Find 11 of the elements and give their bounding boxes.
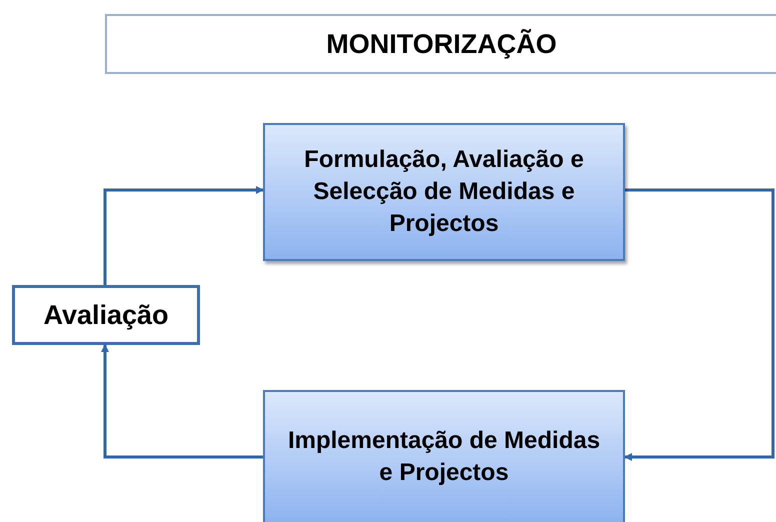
process-box [263,390,625,522]
process-box [263,123,625,261]
arrow [104,186,264,285]
box-label: Avaliação [43,298,169,332]
process-box [12,285,200,345]
title-box [105,14,776,74]
box-label: Implementação de Medidas e Projectos [286,426,602,488]
arrow [624,188,774,461]
box-label: MONITORIZAÇÃO [326,28,557,61]
arrow [101,344,263,458]
box-label: Formulação, Avaliação e Selecção de Medidas e Projectos [303,145,585,239]
